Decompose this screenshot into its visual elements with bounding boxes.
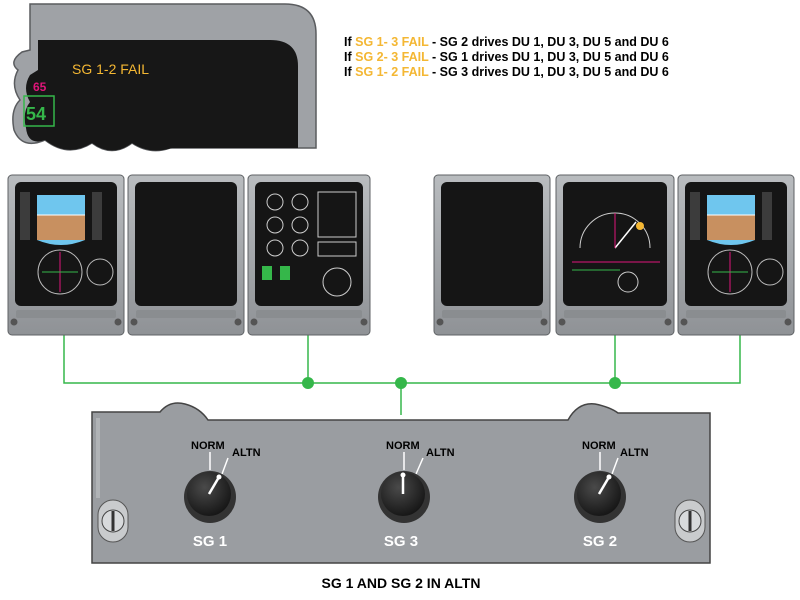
note-2: If SG 2- 3 FAIL - SG 1 drives DU 1, DU 3… — [344, 50, 669, 64]
sg1-norm-label: NORM — [191, 440, 225, 452]
junction-du3 — [302, 377, 314, 389]
display-unit-du6 — [677, 174, 795, 336]
sg2-altn-label: ALTN — [620, 447, 649, 459]
bus-junctions — [302, 377, 621, 389]
sg2-label: SG 2 — [583, 533, 617, 550]
panel-fastener-left — [97, 499, 129, 543]
sg3-norm-label: NORM — [386, 440, 420, 452]
sg3-altn-label: ALTN — [426, 447, 455, 459]
sg3-label: SG 3 — [384, 533, 418, 550]
sg2-selector[interactable]: NORM ALTN SG 2 — [574, 440, 649, 550]
display-unit-du5 — [555, 174, 675, 336]
sg1-label: SG 1 — [193, 533, 227, 550]
inset-speed-box — [23, 95, 55, 127]
junction-panel — [395, 377, 407, 389]
sg2-norm-label: NORM — [582, 440, 616, 452]
display-unit-du4 — [433, 174, 551, 336]
note-1: If SG 1- 3 FAIL - SG 2 drives DU 1, DU 3… — [344, 35, 669, 49]
note-3: If SG 1- 2 FAIL - SG 3 drives DU 1, DU 3… — [344, 65, 669, 79]
inset-speed-top: 65 — [33, 80, 47, 94]
failure-notes: If SG 1- 3 FAIL - SG 2 drives DU 1, DU 3… — [344, 35, 669, 79]
display-unit-du1 — [7, 174, 125, 336]
display-unit-du3 — [247, 174, 371, 336]
diagram-caption: SG 1 AND SG 2 IN ALTN — [322, 575, 481, 591]
sg1-altn-label: ALTN — [232, 447, 261, 459]
signal-bus — [63, 335, 741, 415]
inset-speed-bottom: 54 — [26, 104, 46, 124]
inset-fail-message: SG 1-2 FAIL — [72, 61, 149, 77]
display-unit-du2 — [127, 174, 245, 336]
failure-inset: SG 1-2 FAIL 65 54 — [12, 3, 317, 152]
sg3-selector[interactable]: NORM ALTN SG 3 — [378, 440, 455, 550]
panel-fastener-right — [674, 499, 706, 543]
junction-du5 — [609, 377, 621, 389]
sg1-selector[interactable]: NORM ALTN SG 1 — [184, 440, 261, 550]
